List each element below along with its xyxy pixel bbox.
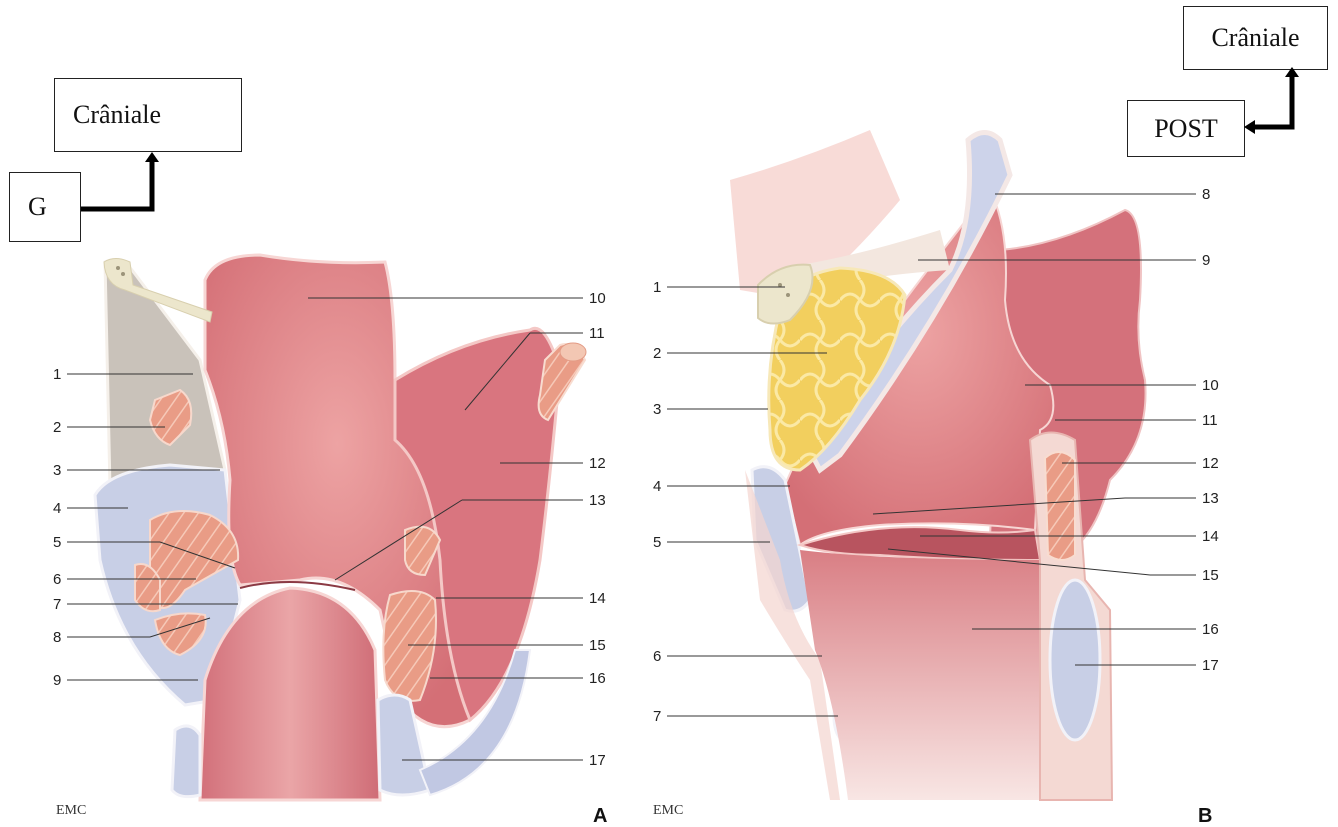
label-a-9: 9 — [53, 672, 61, 689]
label-a-11: 11 — [589, 325, 605, 342]
panel-b-labels-left: 1 2 3 4 5 6 7 — [653, 279, 661, 725]
panel-letter-a: A — [593, 805, 607, 827]
emc-logo-b: EMC — [653, 803, 683, 818]
label-b-12: 12 — [1202, 455, 1219, 472]
label-a-3: 3 — [53, 462, 61, 479]
label-a-4: 4 — [53, 500, 61, 517]
label-b-10: 10 — [1202, 377, 1219, 394]
panel-a-labels-right: 10 11 12 13 14 15 16 17 — [589, 290, 606, 769]
panel-b-illustration — [730, 130, 1146, 800]
label-a-10: 10 — [589, 290, 606, 307]
label-b-2: 2 — [653, 345, 661, 362]
label-b-4: 4 — [653, 478, 661, 495]
label-b-17: 17 — [1202, 657, 1219, 674]
cricoid-lamina-b — [1050, 580, 1100, 740]
label-a-12: 12 — [589, 455, 606, 472]
label-a-17: 17 — [589, 752, 606, 769]
panel-a-illustration — [95, 255, 586, 800]
subglottic-tube-b — [800, 550, 1045, 800]
label-b-8: 8 — [1202, 186, 1210, 203]
label-b-14: 14 — [1202, 528, 1219, 545]
label-a-1: 1 — [53, 366, 61, 383]
label-b-9: 9 — [1202, 252, 1210, 269]
label-b-3: 3 — [653, 401, 661, 418]
label-b-7: 7 — [653, 708, 661, 725]
orientation-arrow-a — [81, 152, 159, 209]
label-b-13: 13 — [1202, 490, 1219, 507]
panel-b-labels-right: 8 9 10 11 12 13 14 15 16 17 — [1202, 186, 1219, 674]
label-a-13: 13 — [589, 492, 606, 509]
label-a-14: 14 — [589, 590, 606, 607]
panel-letter-b: B — [1198, 805, 1212, 827]
label-b-5: 5 — [653, 534, 661, 551]
emc-logo-a: EMC — [56, 803, 86, 818]
label-b-11: 11 — [1202, 412, 1218, 429]
label-a-8: 8 — [53, 629, 61, 646]
label-a-7: 7 — [53, 596, 61, 613]
panel-a-labels-left: 1 2 3 4 5 6 7 8 9 — [53, 366, 61, 689]
label-a-2: 2 — [53, 419, 61, 436]
label-b-1: 1 — [653, 279, 661, 296]
label-a-16: 16 — [589, 670, 606, 687]
arytenoid-muscle-b — [1045, 452, 1075, 560]
orientation-arrow-b — [1244, 67, 1299, 134]
label-a-5: 5 — [53, 534, 61, 551]
label-a-6: 6 — [53, 571, 61, 588]
label-a-15: 15 — [589, 637, 606, 654]
label-b-15: 15 — [1202, 567, 1219, 584]
label-b-16: 16 — [1202, 621, 1219, 638]
label-b-6: 6 — [653, 648, 661, 665]
